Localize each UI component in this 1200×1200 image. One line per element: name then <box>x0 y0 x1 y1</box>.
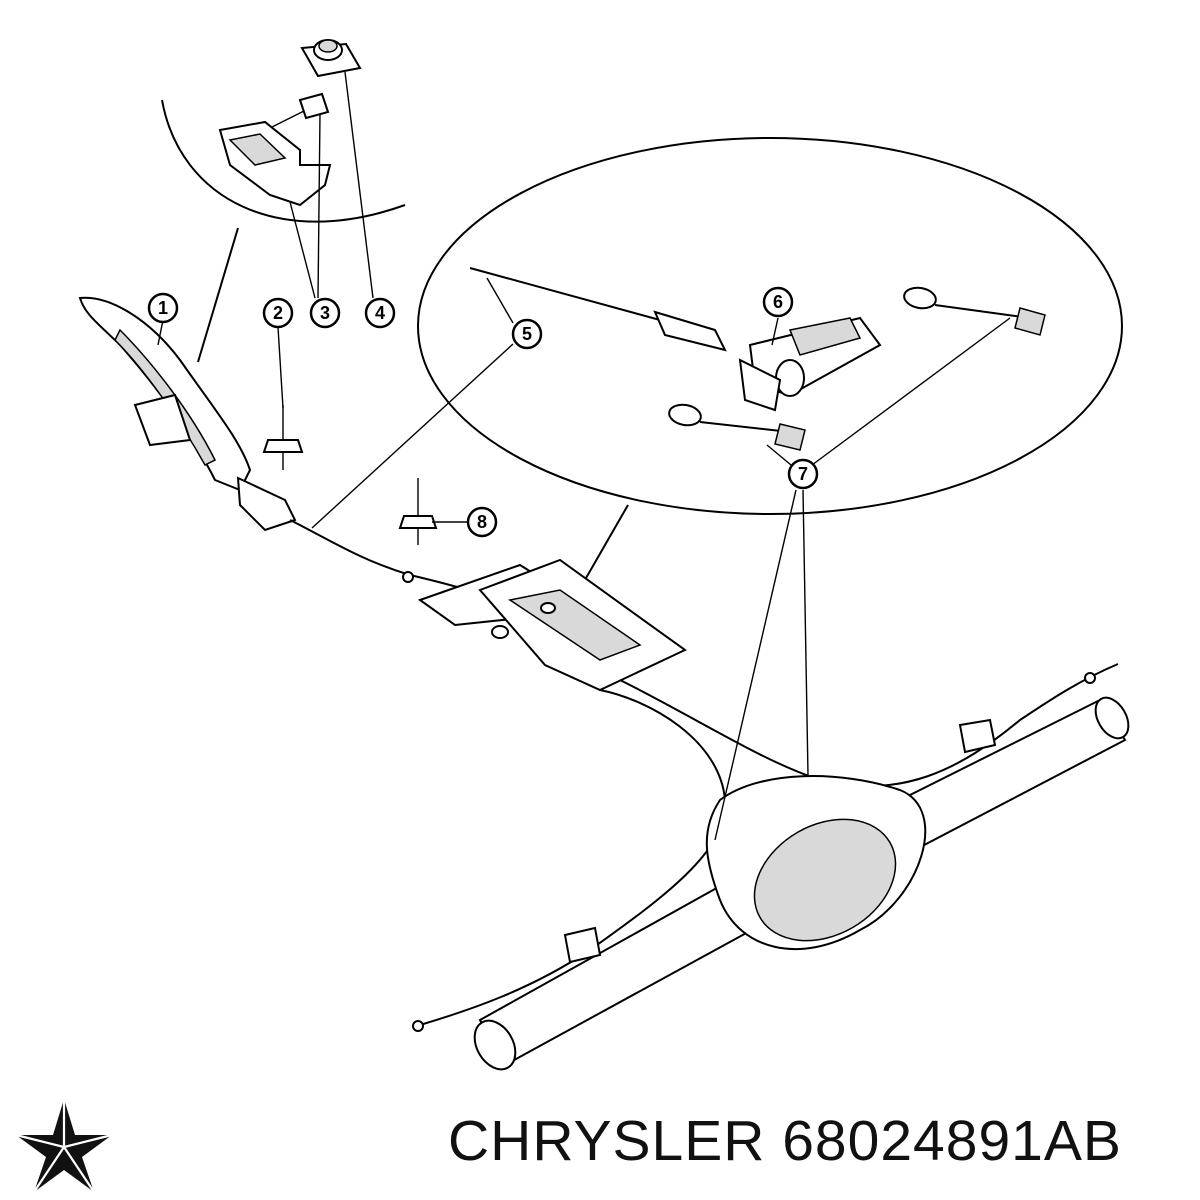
part-number: 68024891AB <box>782 1109 1122 1173</box>
stud-nut-part <box>262 405 304 470</box>
equalizer-bracket-part <box>417 558 687 692</box>
leader-lines <box>157 71 1011 841</box>
callout-3: 3 <box>309 297 341 329</box>
rear-axle-part <box>473 696 1130 1071</box>
brake-pedal-part <box>78 296 297 532</box>
detail-circle-left <box>161 99 406 223</box>
callout-5: 5 <box>511 318 543 350</box>
callout-6: 6 <box>762 286 794 318</box>
callout-2: 2 <box>262 297 294 329</box>
svg-text:4: 4 <box>375 303 385 323</box>
bracket-bolt-part <box>218 92 332 207</box>
clip-nut-part <box>300 39 362 78</box>
equalizer-detail <box>469 267 1046 451</box>
chrysler-pentastar-icon <box>15 1099 113 1193</box>
callout-7: 7 <box>787 458 819 490</box>
callout-4: 4 <box>364 297 396 329</box>
svg-text:6: 6 <box>773 292 783 312</box>
svg-text:2: 2 <box>273 303 283 323</box>
nut-part <box>398 478 438 545</box>
callout-1: 1 <box>147 292 179 324</box>
svg-text:8: 8 <box>477 512 487 532</box>
rear-cable-left <box>419 689 727 1026</box>
rear-cable-right <box>619 663 1119 788</box>
svg-text:3: 3 <box>320 303 330 323</box>
callout-8: 8 <box>466 506 498 538</box>
svg-text:5: 5 <box>522 324 532 344</box>
svg-text:1: 1 <box>158 298 168 318</box>
detail-pointer-main <box>577 504 629 593</box>
brand-name: CHRYSLER <box>448 1109 766 1173</box>
brand-part-label: CHRYSLER 68024891AB <box>448 1108 1122 1174</box>
detail-pointer-left <box>197 227 239 363</box>
detail-ellipse <box>417 137 1123 515</box>
svg-text:7: 7 <box>798 464 808 484</box>
